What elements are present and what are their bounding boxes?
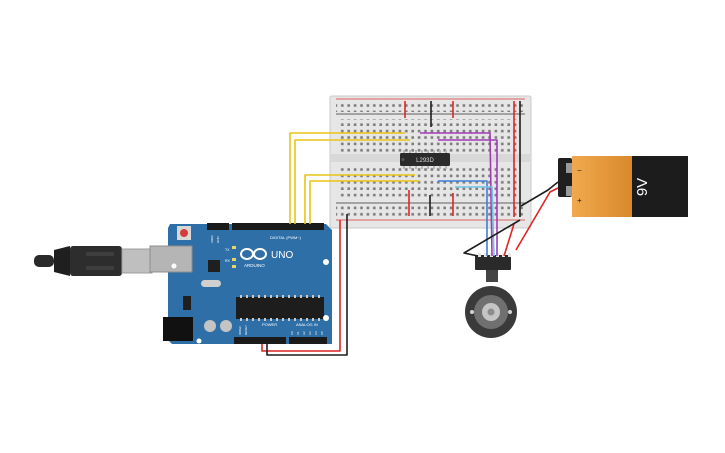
arduino-uno-board: UNO ARDUINO DIGITAL (PWM~) POWER ANALOG … bbox=[149, 223, 332, 344]
pin-tx-label: TX bbox=[225, 248, 230, 252]
wire-purple-2 bbox=[438, 139, 498, 256]
pin-a4-label: A4 bbox=[314, 331, 318, 335]
pin-aref-label: AREF bbox=[210, 235, 214, 243]
battery-minus-label: − bbox=[577, 166, 582, 175]
wire-purple-1 bbox=[420, 132, 493, 257]
pin-gnd-label: GND bbox=[216, 236, 220, 244]
wire-yellow-3 bbox=[304, 174, 415, 224]
wire-cyan bbox=[455, 186, 495, 257]
wire-yellow-2 bbox=[294, 139, 410, 224]
usb-cable-icon bbox=[34, 246, 153, 276]
pin-a3-label: A3 bbox=[308, 331, 312, 335]
pin-a0-label: A0 bbox=[290, 331, 294, 335]
wire-red-battery bbox=[515, 187, 559, 251]
battery-voltage-label: 9V bbox=[634, 178, 651, 196]
wire-black-battery bbox=[520, 181, 559, 207]
power-header-label: POWER bbox=[262, 322, 277, 327]
wires bbox=[261, 132, 559, 356]
wire-yellow-1 bbox=[289, 132, 405, 224]
chip-label: L293D bbox=[416, 158, 434, 164]
dc-motor-icon bbox=[465, 253, 517, 338]
wire-red-motor bbox=[503, 223, 515, 257]
pin-rx-label: RX bbox=[225, 259, 231, 263]
wire-blue bbox=[438, 180, 488, 256]
ic-chip-icon: L293D bbox=[400, 150, 450, 169]
pin-a2-label: A2 bbox=[302, 331, 306, 335]
pin-reset-label: RESET bbox=[244, 325, 248, 335]
wire-black-motor bbox=[463, 219, 521, 257]
board-brand: ARDUINO bbox=[244, 263, 265, 268]
wire-red-5v bbox=[261, 220, 341, 352]
wire-yellow-4 bbox=[309, 180, 420, 224]
wire-black-gnd bbox=[266, 214, 348, 356]
digital-header-label: DIGITAL (PWM~) bbox=[270, 235, 302, 240]
battery-plus-label: + bbox=[577, 196, 582, 205]
battery-icon: 9V − + bbox=[558, 156, 688, 217]
pin-a1-label: A1 bbox=[296, 331, 300, 335]
pin-ioref-label: IOREF bbox=[238, 326, 242, 335]
arduino-logo-icon bbox=[240, 248, 267, 260]
pin-a5-label: A5 bbox=[320, 331, 324, 335]
board-model: UNO bbox=[271, 250, 293, 261]
analog-header-label: ANALOG IN bbox=[296, 322, 318, 327]
